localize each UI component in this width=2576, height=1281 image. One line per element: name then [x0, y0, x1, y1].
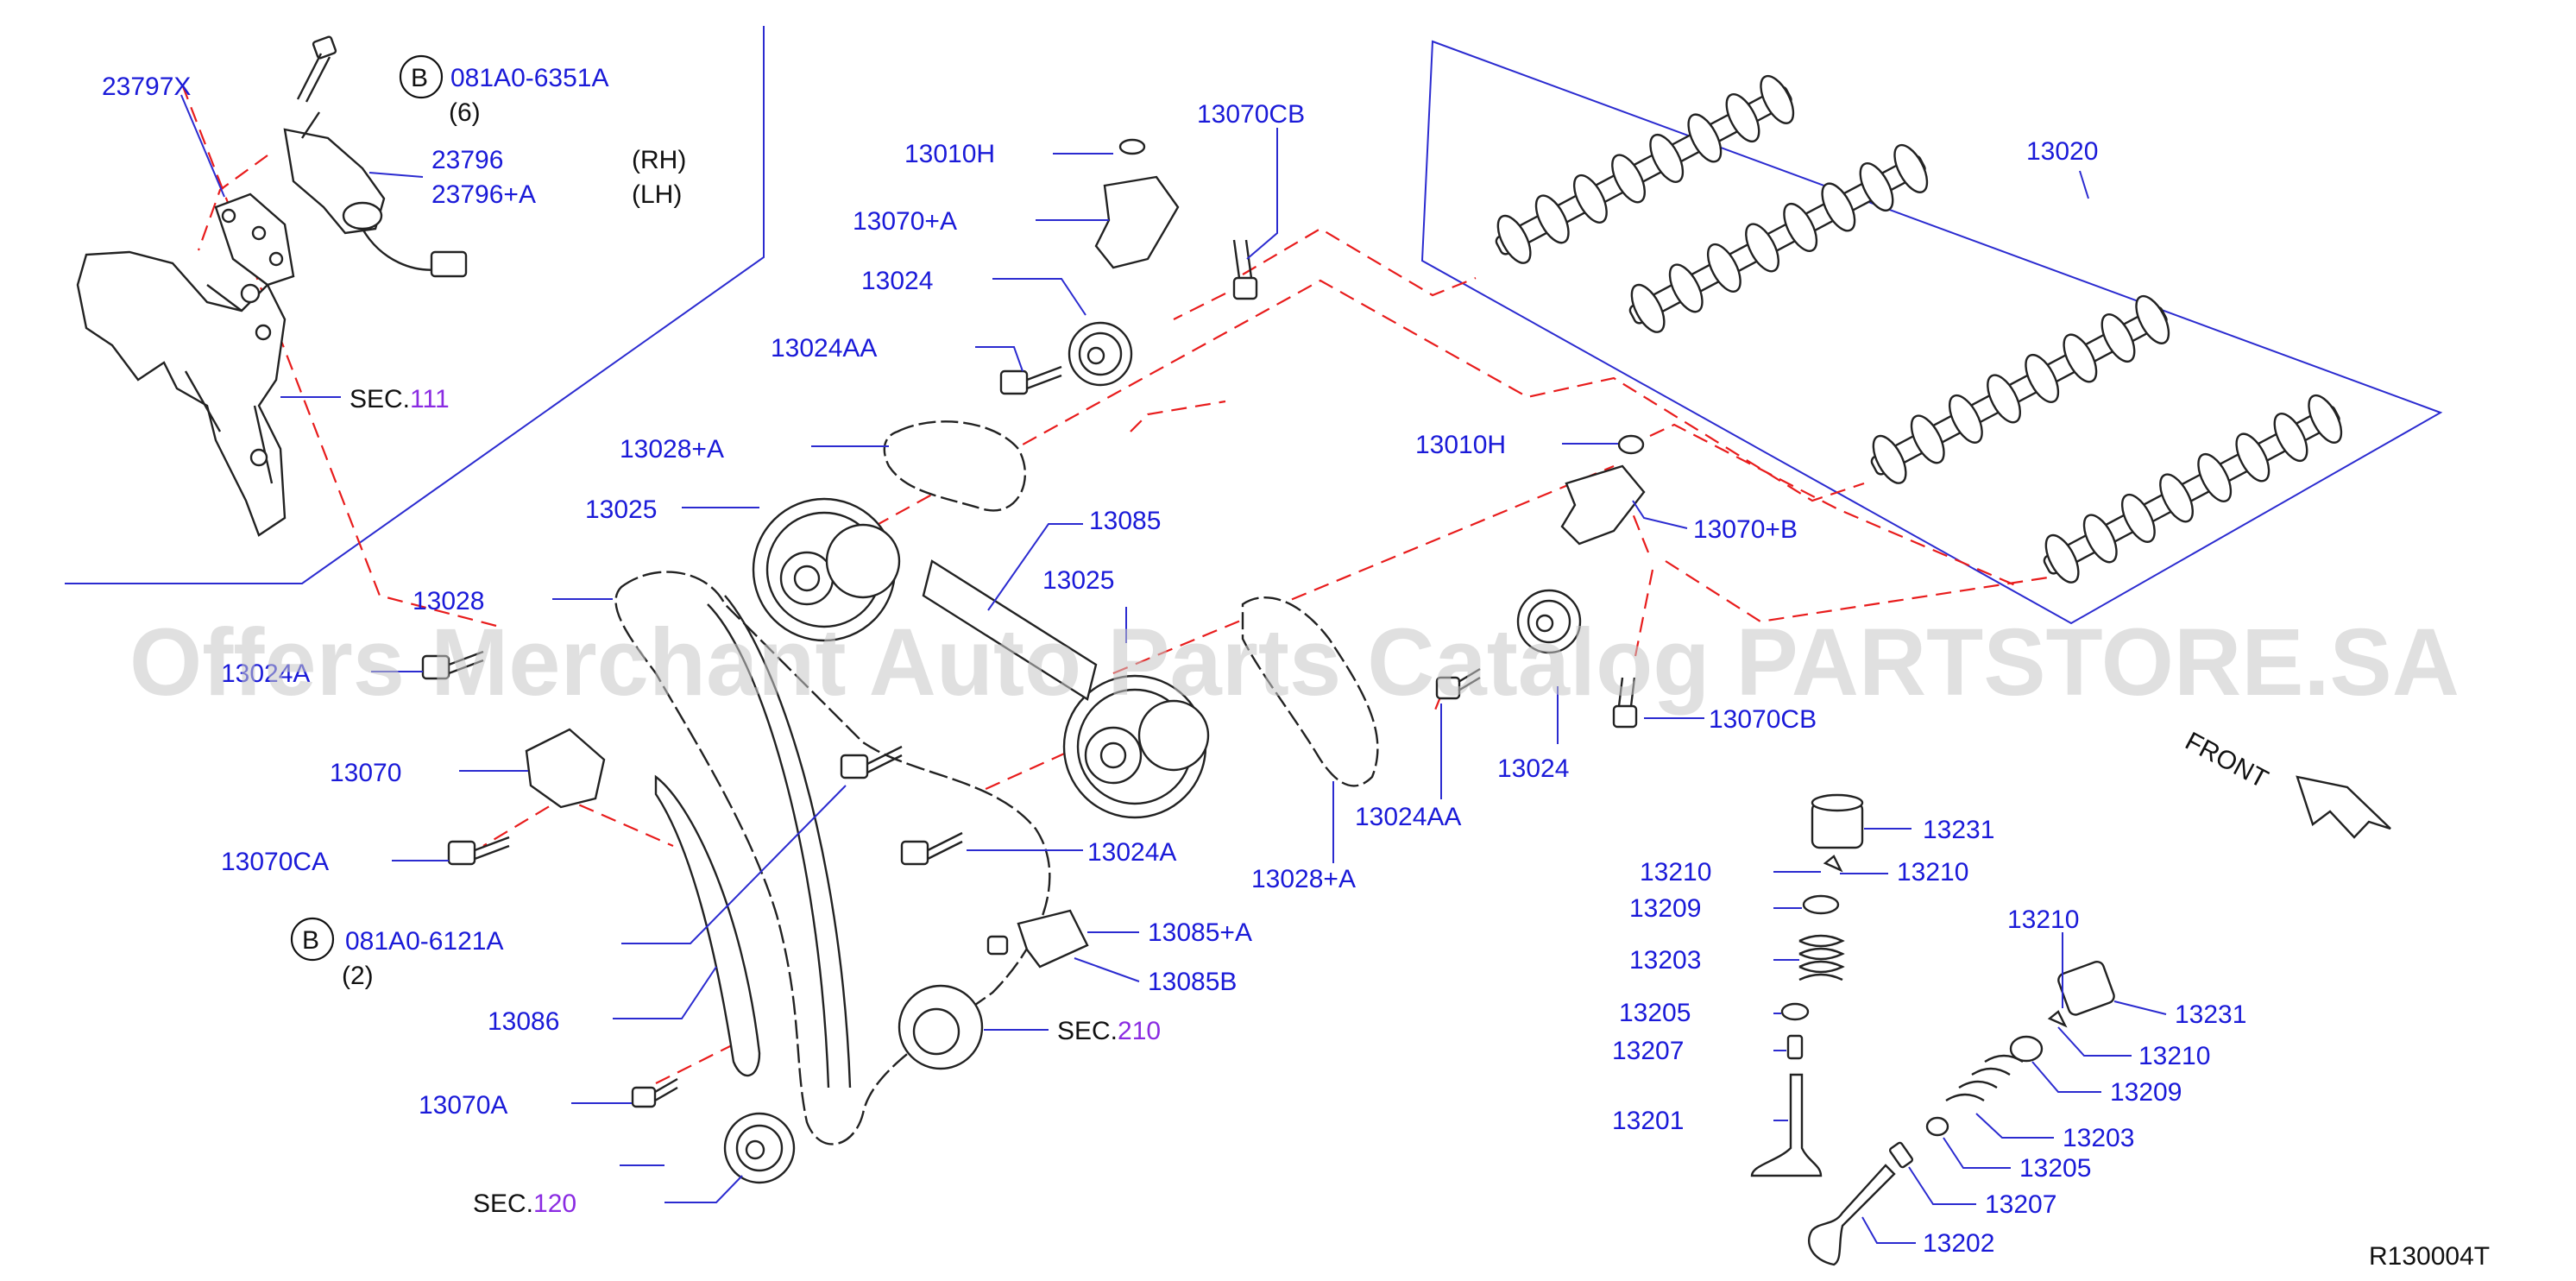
label-13028a-top[interactable]: 13028+A: [620, 435, 724, 464]
label-13024a-left[interactable]: 13024A: [221, 659, 310, 688]
label-rh: (RH): [632, 146, 686, 174]
label-13025-mid[interactable]: 13025: [1042, 566, 1114, 595]
front-arrow: [2296, 775, 2391, 839]
diagram-id: R130004T: [2369, 1242, 2490, 1271]
label-13209-a[interactable]: 13209: [1629, 894, 1701, 923]
label-13070ca[interactable]: 13070CA: [221, 848, 329, 876]
label-13231-a[interactable]: 13231: [1923, 816, 1994, 844]
label-13024a-mid[interactable]: 13024A: [1087, 838, 1176, 867]
label-23796[interactable]: 23796: [431, 146, 503, 174]
label-qty-2: (2): [342, 962, 374, 990]
valve-parts-right: [1808, 960, 2115, 1266]
chain-guide-13085: [922, 559, 1098, 701]
label-13210-b[interactable]: 13210: [1897, 858, 1968, 887]
label-13070a[interactable]: 13070A: [419, 1091, 507, 1120]
vtc-sprocket-mid-13025: [1062, 674, 1210, 819]
cam-sensor-23796: [283, 111, 468, 278]
label-sec111[interactable]: SEC.111: [350, 385, 450, 413]
label-13070[interactable]: 13070: [330, 759, 401, 787]
label-13210-c[interactable]: 13210: [2007, 906, 2079, 934]
valve-parts-left: [1750, 793, 1864, 1177]
front-label: FRONT: [2181, 727, 2273, 794]
label-23796a[interactable]: 23796+A: [431, 180, 536, 209]
label-13028[interactable]: 13028: [413, 587, 484, 615]
label-13070cb-top[interactable]: 13070CB: [1197, 100, 1305, 129]
label-13028a-right[interactable]: 13028+A: [1251, 865, 1356, 893]
watermark: Offers Merchant Auto Parts Catalog PARTS…: [129, 609, 2459, 716]
label-13207-b[interactable]: 13207: [1985, 1190, 2056, 1219]
label-13010h-right[interactable]: 13010H: [1415, 431, 1506, 459]
label-13086[interactable]: 13086: [488, 1007, 559, 1036]
label-13085[interactable]: 13085: [1089, 507, 1161, 535]
label-13025-left[interactable]: 13025: [585, 495, 657, 524]
label-13201[interactable]: 13201: [1612, 1107, 1684, 1135]
sprocket-13024-top: [1068, 321, 1133, 387]
circle-b-top-letter: B: [411, 64, 428, 92]
label-13024-right[interactable]: 13024: [1497, 754, 1569, 783]
tensioner-13070: [525, 728, 606, 809]
bolts: [421, 138, 1645, 1108]
label-13085b[interactable]: 13085B: [1148, 968, 1237, 996]
label-081a0-6121a[interactable]: 081A0-6121A: [345, 927, 504, 956]
label-qty-6: (6): [449, 98, 481, 127]
label-13205-a[interactable]: 13205: [1619, 999, 1691, 1027]
label-13024aa-top[interactable]: 13024AA: [771, 334, 877, 363]
part-labels: 23797X 081A0-6351A (6) 23796 23796+A (RH…: [102, 64, 2490, 1271]
tensioner-13070b-plus: [1560, 464, 1646, 546]
label-13203-b[interactable]: 13203: [2063, 1124, 2134, 1152]
chain-13028a-right: [1241, 596, 1379, 787]
label-sec210[interactable]: SEC.210: [1057, 1017, 1161, 1045]
bracket-23797x: [214, 192, 295, 287]
label-13070a-plus[interactable]: 13070+A: [853, 207, 957, 236]
label-13020[interactable]: 13020: [2026, 137, 2098, 166]
leader-lines: [180, 94, 2167, 1244]
label-lh: (LH): [632, 180, 682, 209]
label-13203-a[interactable]: 13203: [1629, 946, 1701, 975]
label-13024aa-right[interactable]: 13024AA: [1355, 803, 1461, 831]
label-13207-a[interactable]: 13207: [1612, 1037, 1684, 1065]
vtc-sprocket-left-13025: [752, 497, 901, 642]
label-13209-b[interactable]: 13209: [2110, 1078, 2182, 1107]
camshaft-box: [1420, 40, 2443, 625]
label-13070b-plus[interactable]: 13070+B: [1693, 515, 1798, 544]
chain-guide-13085a: [1017, 909, 1089, 969]
circle-b-mid-letter: B: [302, 926, 319, 955]
circle-b-top: B: [399, 54, 444, 99]
front-cover-part: [76, 250, 287, 537]
label-13070cb-right[interactable]: 13070CB: [1709, 705, 1817, 734]
label-13024-top[interactable]: 13024: [861, 267, 933, 295]
circle-b-mid: B: [290, 917, 335, 962]
label-13210-a[interactable]: 13210: [1640, 858, 1711, 887]
water-pump-sec210: [898, 984, 984, 1070]
label-sec120[interactable]: SEC.120: [473, 1190, 576, 1218]
bolt-081a0-6351a: [296, 35, 337, 103]
label-23797x[interactable]: 23797X: [102, 73, 191, 101]
crank-sprocket-sec120: [723, 1112, 796, 1184]
slack-guide: [707, 595, 852, 1089]
inset-frame: [65, 26, 765, 584]
label-13085a[interactable]: 13085+A: [1148, 918, 1252, 947]
label-081a0-6351a[interactable]: 081A0-6351A: [450, 64, 609, 92]
label-13231-b[interactable]: 13231: [2175, 1000, 2246, 1029]
tensioner-13070a-plus: [1094, 175, 1180, 269]
sprocket-13024-right: [1516, 589, 1582, 654]
label-13210-d[interactable]: 13210: [2138, 1042, 2210, 1070]
label-13010h-top[interactable]: 13010H: [904, 140, 995, 168]
label-13205-b[interactable]: 13205: [2019, 1154, 2091, 1183]
camshafts-13020: [1495, 74, 2343, 584]
chain-13028a-top: [883, 420, 1027, 512]
label-13202[interactable]: 13202: [1923, 1229, 1994, 1258]
